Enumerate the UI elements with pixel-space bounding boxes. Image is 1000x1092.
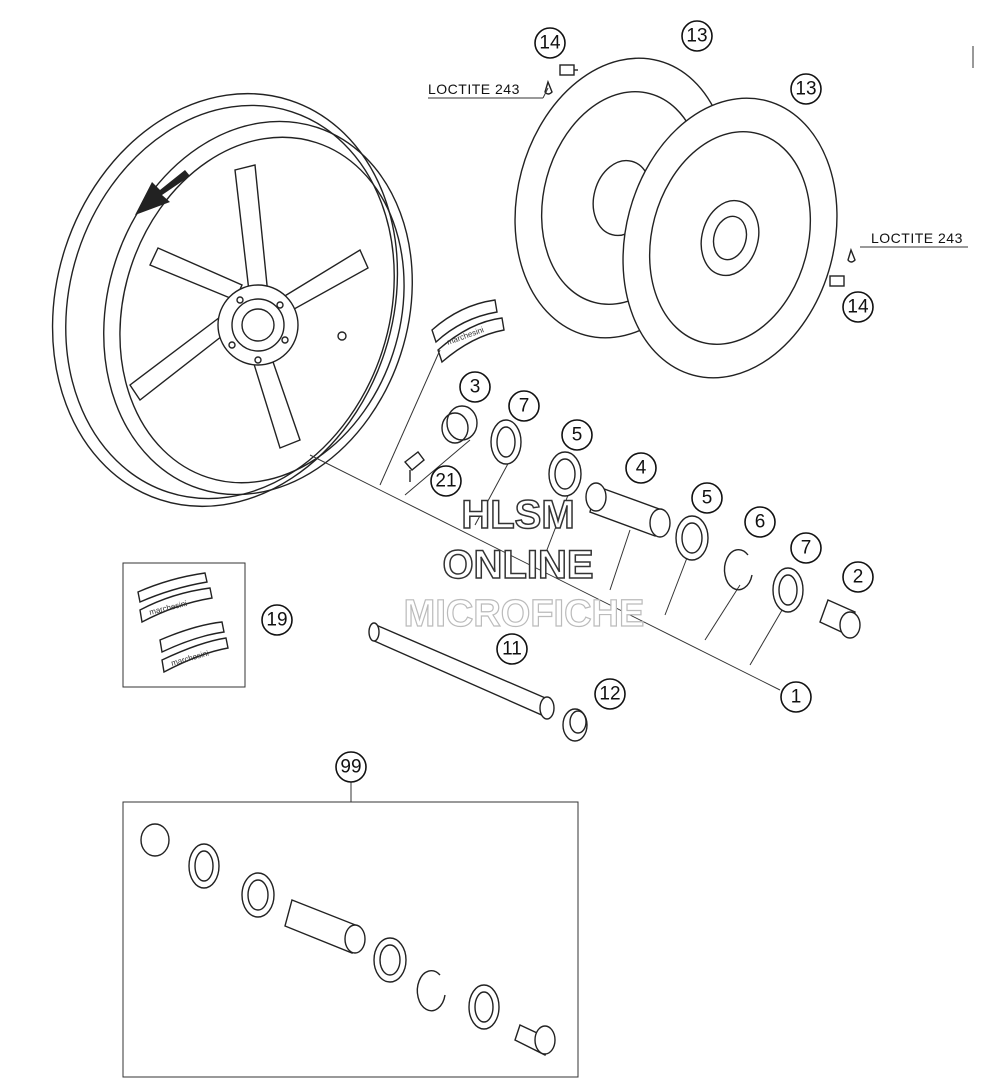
- wheel-decal-text: marchesini: [446, 325, 486, 347]
- svg-text:6: 6: [755, 512, 766, 533]
- spacer-2: [819, 599, 861, 639]
- distance-sleeve-4: [585, 482, 671, 538]
- watermark: HLSM ONLINE MICROFICHE: [403, 492, 645, 635]
- watermark-line-2: ONLINE: [442, 543, 593, 587]
- svg-text:1: 1: [791, 687, 802, 708]
- bearing-kit-items: [140, 823, 556, 1056]
- callout-4: 4: [625, 452, 657, 484]
- axle-nut-12: [562, 708, 588, 742]
- svg-text:11: 11: [502, 639, 522, 660]
- svg-text:13: 13: [795, 79, 816, 100]
- kit-decal-2-text: marchesini: [170, 649, 210, 668]
- circlip-6: [723, 548, 753, 591]
- callout-19: 19: [261, 604, 293, 636]
- svg-text:14: 14: [847, 297, 869, 318]
- brake-disc-front: [622, 97, 838, 379]
- disc-bolt-right: [829, 247, 856, 287]
- svg-text:2: 2: [853, 567, 864, 588]
- callout-99: 99: [335, 751, 367, 783]
- callout-13-right: 13: [790, 73, 822, 105]
- decal-kit-box: [122, 562, 246, 688]
- axle-11: [368, 622, 555, 720]
- callout-6: 6: [744, 506, 776, 538]
- kit-decal-1-text: marchesini: [148, 599, 188, 617]
- svg-text:7: 7: [519, 396, 530, 417]
- svg-text:13: 13: [686, 26, 707, 47]
- svg-text:14: 14: [539, 33, 561, 54]
- watermark-line-1: HLSM: [461, 493, 574, 537]
- watermark-line-3: MICROFICHE: [404, 593, 645, 635]
- svg-text:7: 7: [801, 538, 812, 559]
- seal-7-right: [772, 567, 804, 613]
- wheel-rim: [51, 92, 413, 508]
- loctite-note-top: LOCTITE 243: [428, 81, 520, 97]
- bearing-5-right: [675, 515, 709, 561]
- svg-text:5: 5: [702, 488, 713, 509]
- callout-11: 11: [496, 633, 528, 665]
- bearing-5-left: [548, 451, 582, 497]
- callout-14-top: 14: [534, 27, 566, 59]
- svg-text:5: 5: [572, 425, 583, 446]
- callout-5-right: 5: [691, 482, 723, 514]
- callout-7-left: 7: [508, 390, 540, 422]
- svg-text:4: 4: [636, 458, 647, 479]
- wheel-decal: marchesini: [431, 299, 505, 364]
- callout-3: 3: [459, 371, 491, 403]
- svg-text:19: 19: [266, 610, 287, 631]
- callout-7-right: 7: [790, 532, 822, 564]
- svg-text:3: 3: [470, 377, 481, 398]
- loctite-note-right: LOCTITE 243: [871, 230, 963, 246]
- seal-7-left: [490, 419, 522, 465]
- assembly-axis-lines: [309, 349, 786, 691]
- bearing-kit-box: [122, 801, 579, 1078]
- callout-12: 12: [594, 678, 626, 710]
- svg-text:99: 99: [340, 757, 361, 778]
- spacer-3: [441, 405, 478, 444]
- callout-13-top: 13: [681, 20, 713, 52]
- callout-2: 2: [842, 561, 874, 593]
- callout-14-right: 14: [842, 291, 874, 323]
- svg-text:12: 12: [599, 684, 620, 705]
- callout-1: 1: [780, 681, 812, 713]
- callout-5-left: 5: [561, 419, 593, 451]
- rotation-arrow-icon: [135, 170, 190, 215]
- valve-21: [403, 451, 425, 482]
- callout-21: 21: [430, 465, 462, 497]
- svg-text:21: 21: [435, 471, 456, 492]
- decal-kit-items: marchesini marchesini: [137, 572, 229, 674]
